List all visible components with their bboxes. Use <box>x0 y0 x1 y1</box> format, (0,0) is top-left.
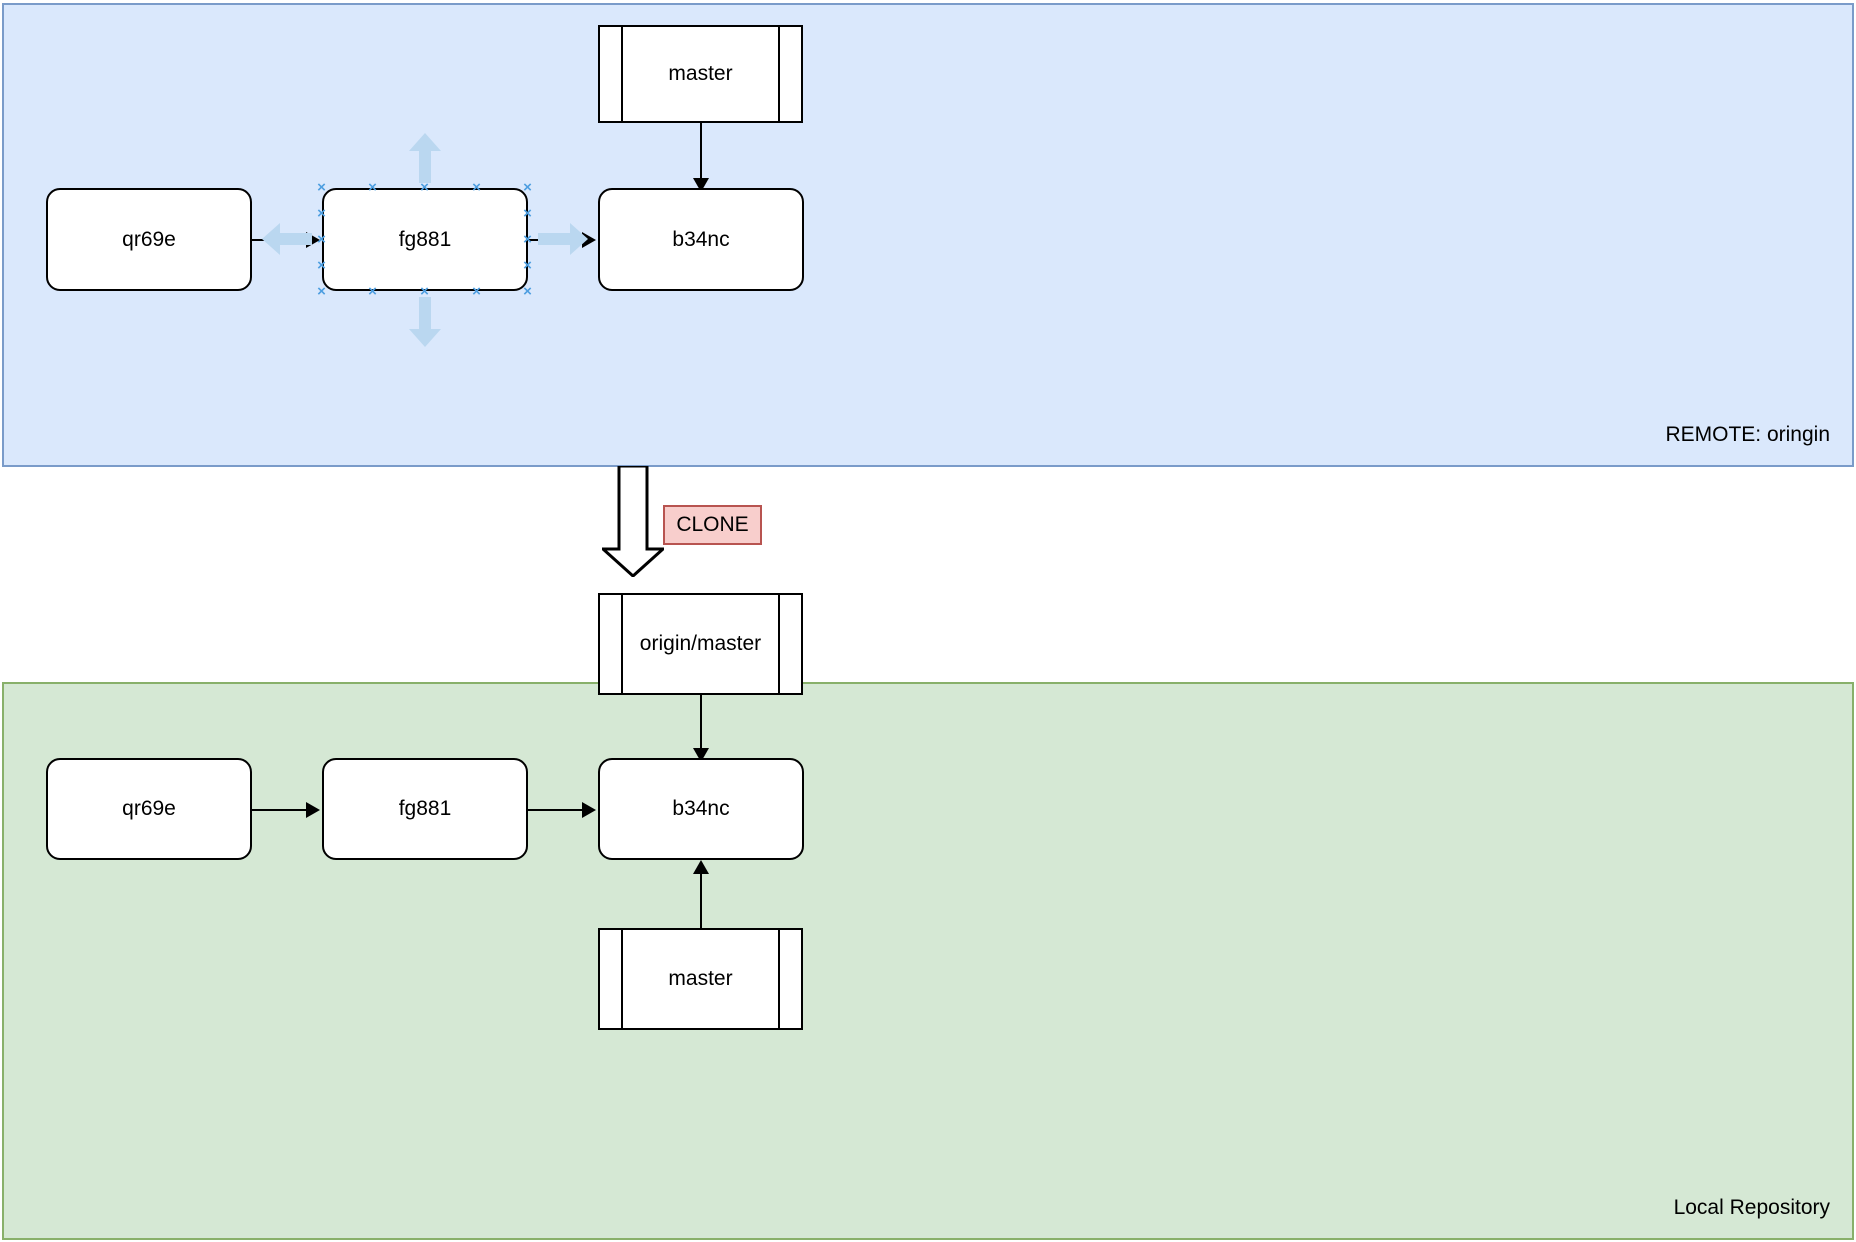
connector-local-qr69e-to-fg881 <box>252 809 308 811</box>
selection-handle-bottom-1[interactable] <box>366 285 379 298</box>
selection-handle-bottom-left[interactable] <box>315 285 328 298</box>
local-branch-origin-master-label: origin/master <box>639 632 762 655</box>
remote-commit-fg881-label: fg881 <box>398 227 452 251</box>
local-commit-b34nc-label: b34nc <box>672 797 730 820</box>
selection-handle-right-middle[interactable] <box>521 233 534 246</box>
remote-branch-master-label: master <box>668 62 733 85</box>
remote-commit-qr69e[interactable]: qr69e <box>46 188 252 291</box>
remote-branch-master[interactable]: master <box>598 25 803 123</box>
selection-arrow-down-icon[interactable] <box>408 297 442 347</box>
local-commit-fg881[interactable]: fg881 <box>322 758 528 860</box>
selection-handle-bottom-2[interactable] <box>470 285 483 298</box>
remote-commit-b34nc[interactable]: b34nc <box>598 188 804 291</box>
remote-commit-qr69e-label: qr69e <box>122 227 176 251</box>
selection-handle-top-center[interactable] <box>418 181 431 194</box>
local-branch-origin-master[interactable]: origin/master <box>598 593 803 695</box>
selection-handle-bottom-center[interactable] <box>418 285 431 298</box>
clone-block-arrow-icon <box>599 464 667 582</box>
selection-arrow-left-icon[interactable] <box>262 222 312 256</box>
local-repository-panel[interactable]: Local Repository <box>2 682 1854 1240</box>
local-branch-master[interactable]: master <box>598 928 803 1030</box>
remote-commit-b34nc-label: b34nc <box>672 227 730 251</box>
local-commit-b34nc[interactable]: b34nc <box>598 758 804 860</box>
selection-handle-top-1[interactable] <box>366 181 379 194</box>
selection-handle-right-1[interactable] <box>521 207 534 220</box>
connector-local-fg881-to-b34nc <box>528 809 584 811</box>
selection-handle-top-2[interactable] <box>470 181 483 194</box>
selection-handle-bottom-right[interactable] <box>521 285 534 298</box>
selection-handle-left-2[interactable] <box>315 259 328 272</box>
local-commit-qr69e[interactable]: qr69e <box>46 758 252 860</box>
remote-panel-label: REMOTE: oringin <box>1665 423 1830 446</box>
clone-badge-label: CLONE <box>676 513 749 536</box>
local-commit-qr69e-label: qr69e <box>122 797 176 820</box>
selection-handle-left-1[interactable] <box>315 207 328 220</box>
clone-badge[interactable]: CLONE <box>663 505 762 545</box>
remote-commit-fg881[interactable]: fg881 <box>322 188 528 291</box>
arrowhead-local-fg881-to-b34nc <box>582 802 596 818</box>
arrowhead-local-master-to-b34nc <box>693 860 709 874</box>
selection-arrow-up-icon[interactable] <box>408 133 442 183</box>
selection-handle-top-left[interactable] <box>315 181 328 194</box>
selection-arrow-right-icon[interactable] <box>538 222 588 256</box>
selection-handle-top-right[interactable] <box>521 181 534 194</box>
arrowhead-remote-fg881-to-b34nc <box>582 232 596 248</box>
connector-local-origin-master-to-b34nc <box>700 695 702 750</box>
local-commit-fg881-label: fg881 <box>398 797 452 820</box>
local-panel-label: Local Repository <box>1673 1196 1830 1219</box>
local-branch-master-label: master <box>668 967 733 990</box>
arrowhead-local-qr69e-to-fg881 <box>306 802 320 818</box>
connector-remote-master-to-b34nc <box>700 123 702 180</box>
selection-handle-left-middle[interactable] <box>315 233 328 246</box>
connector-local-master-to-b34nc <box>700 872 702 928</box>
selection-handle-right-2[interactable] <box>521 259 534 272</box>
